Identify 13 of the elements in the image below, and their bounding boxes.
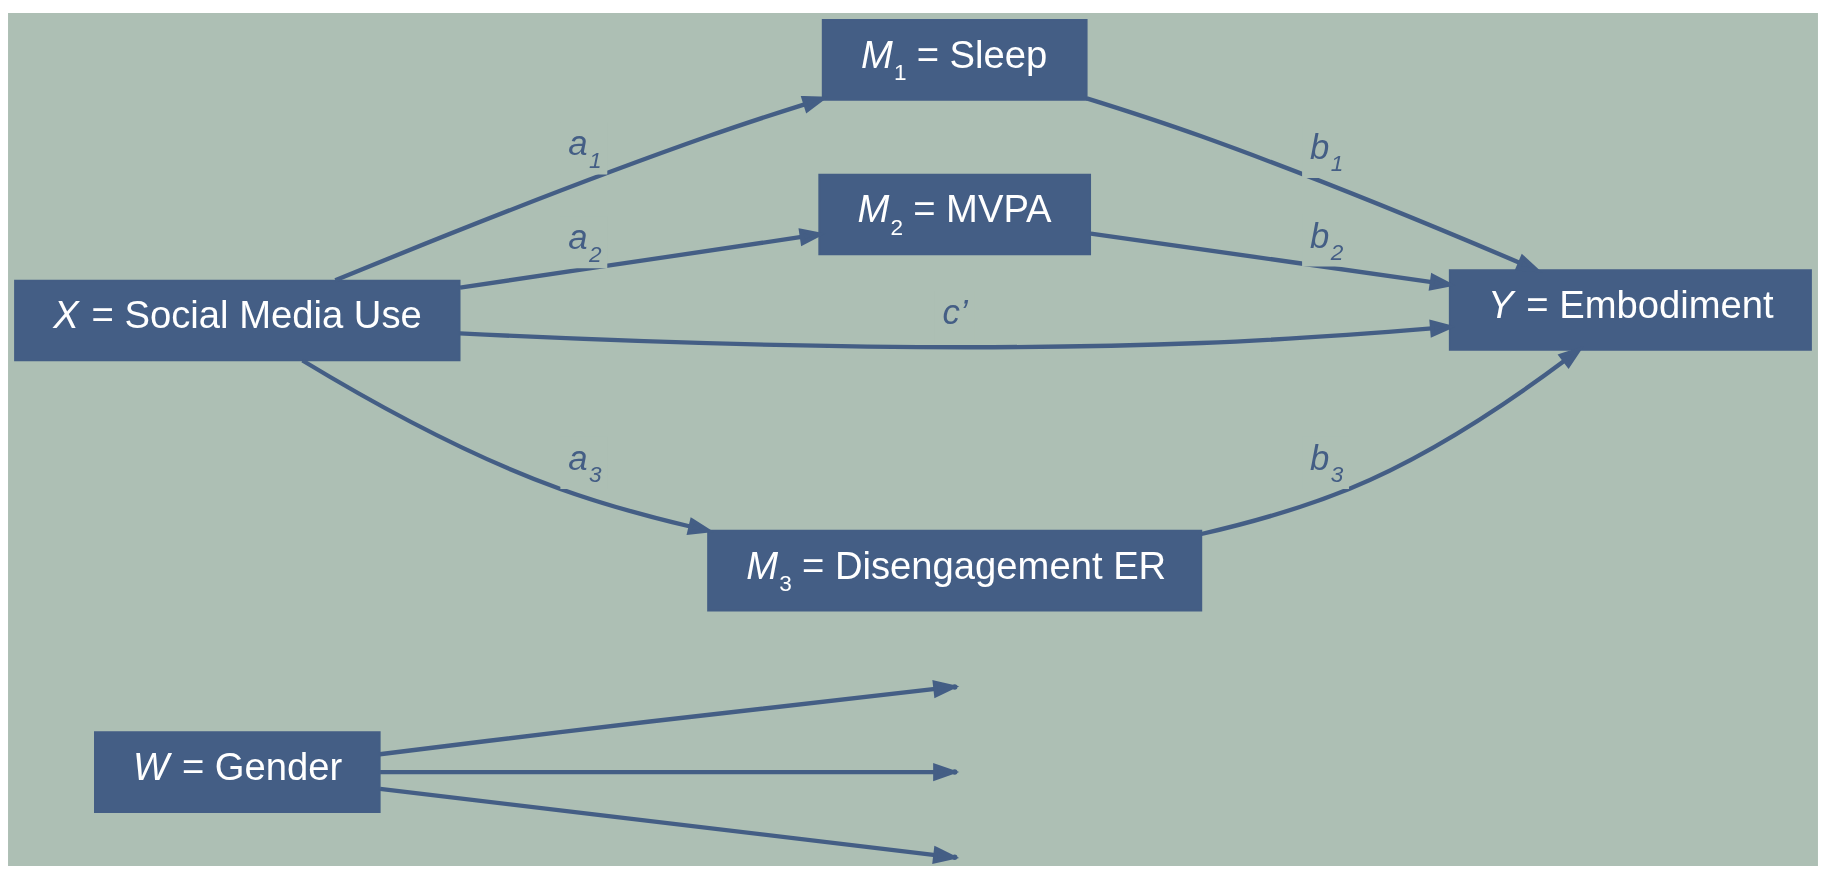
edge-label: c’ — [942, 292, 968, 331]
node-box: M$_{1}$ = Sleep — [821, 19, 1088, 101]
edge-label: a$_{3}$ — [568, 438, 602, 488]
node-box: Y = Embodiment — [1448, 269, 1812, 351]
edge-label: b$_{3}$ — [1309, 438, 1344, 488]
edge-label: a$_{1}$ — [568, 124, 602, 173]
node-box: M$_{3}$ = Disengagement ER — [707, 529, 1203, 612]
edge-label: b$_{2}$ — [1309, 216, 1344, 265]
node-box: M$_{2}$ = MVPA — [818, 173, 1092, 256]
edge-label: b$_{1}$ — [1309, 127, 1344, 177]
edge-label: a$_{2}$ — [568, 218, 602, 267]
node-box: W = Gender — [94, 731, 381, 813]
node-box: X = Social Media Use — [14, 279, 461, 362]
